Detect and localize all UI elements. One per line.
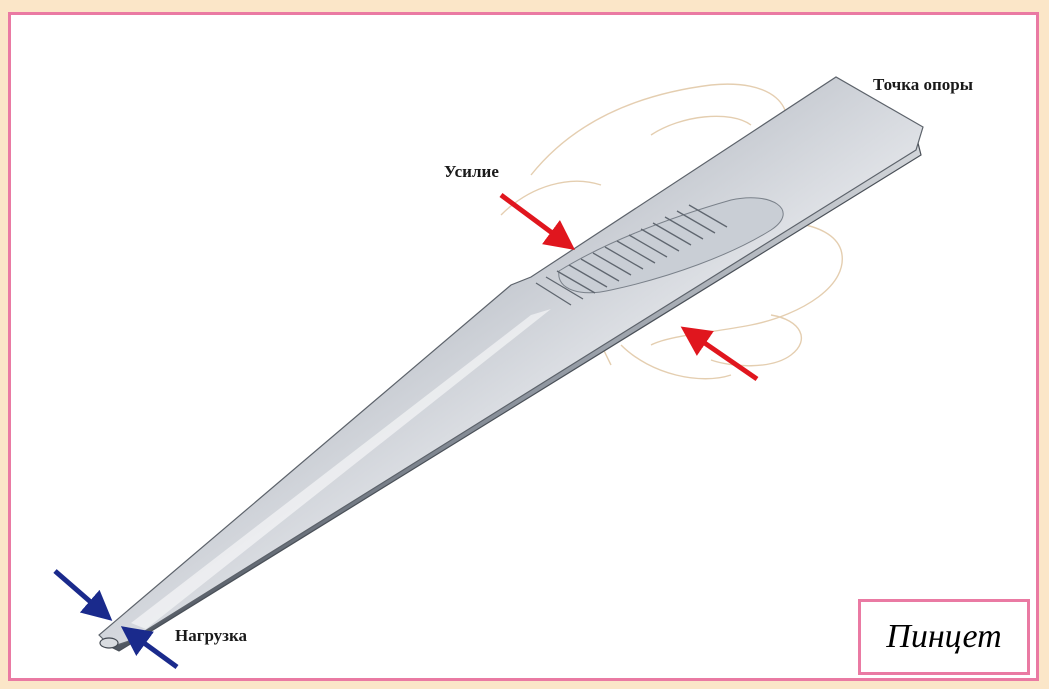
effort-label: Усилие: [444, 162, 499, 182]
load-arrow-top: [55, 571, 101, 611]
fulcrum-label: Точка опоры: [873, 75, 973, 95]
slide-frame: Точка опоры Усилие Нагрузка Пинцет: [8, 12, 1039, 681]
effort-arrow-top: [501, 195, 563, 241]
page-title: Пинцет: [886, 618, 1001, 656]
title-box: Пинцет: [858, 599, 1030, 675]
tweezers-tip: [100, 638, 118, 648]
tweezers-highlight: [131, 309, 551, 629]
tweezers-illustration: [11, 15, 1036, 678]
load-arrow-bottom: [133, 635, 177, 667]
effort-arrow-bottom: [693, 335, 757, 379]
load-label: Нагрузка: [175, 626, 247, 646]
